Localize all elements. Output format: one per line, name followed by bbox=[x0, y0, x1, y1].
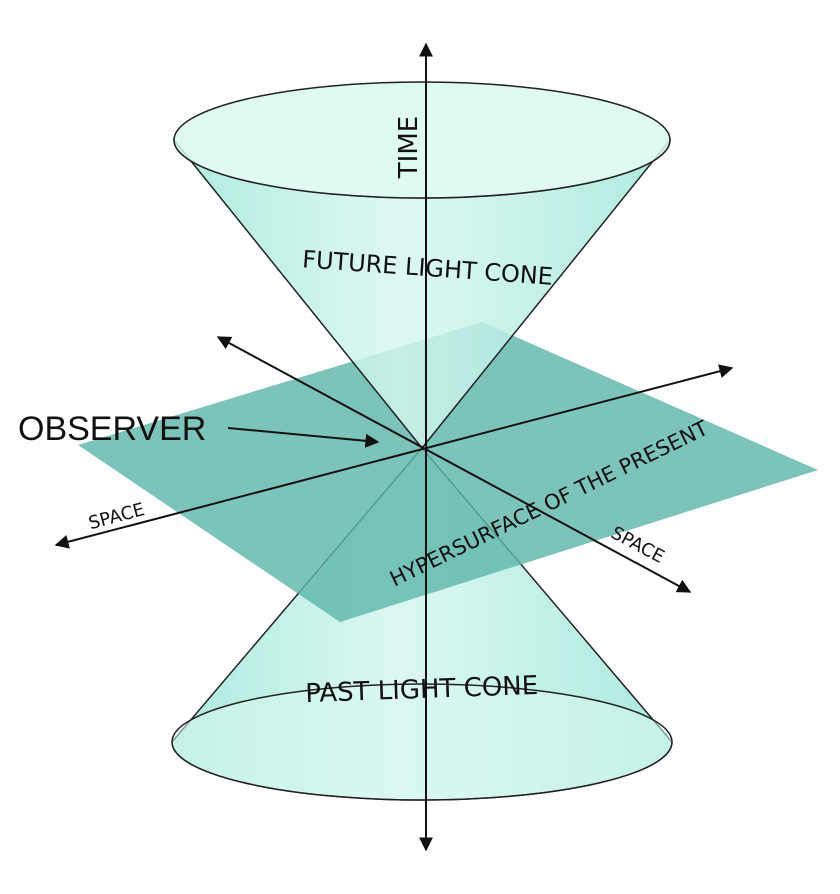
space-axis-right bbox=[216, 336, 692, 593]
observer-arrow bbox=[227, 427, 380, 448]
observer-label: OBSERVER bbox=[18, 410, 206, 448]
time-label: TIME bbox=[394, 116, 424, 179]
space-label-right: SPACE bbox=[607, 522, 667, 567]
